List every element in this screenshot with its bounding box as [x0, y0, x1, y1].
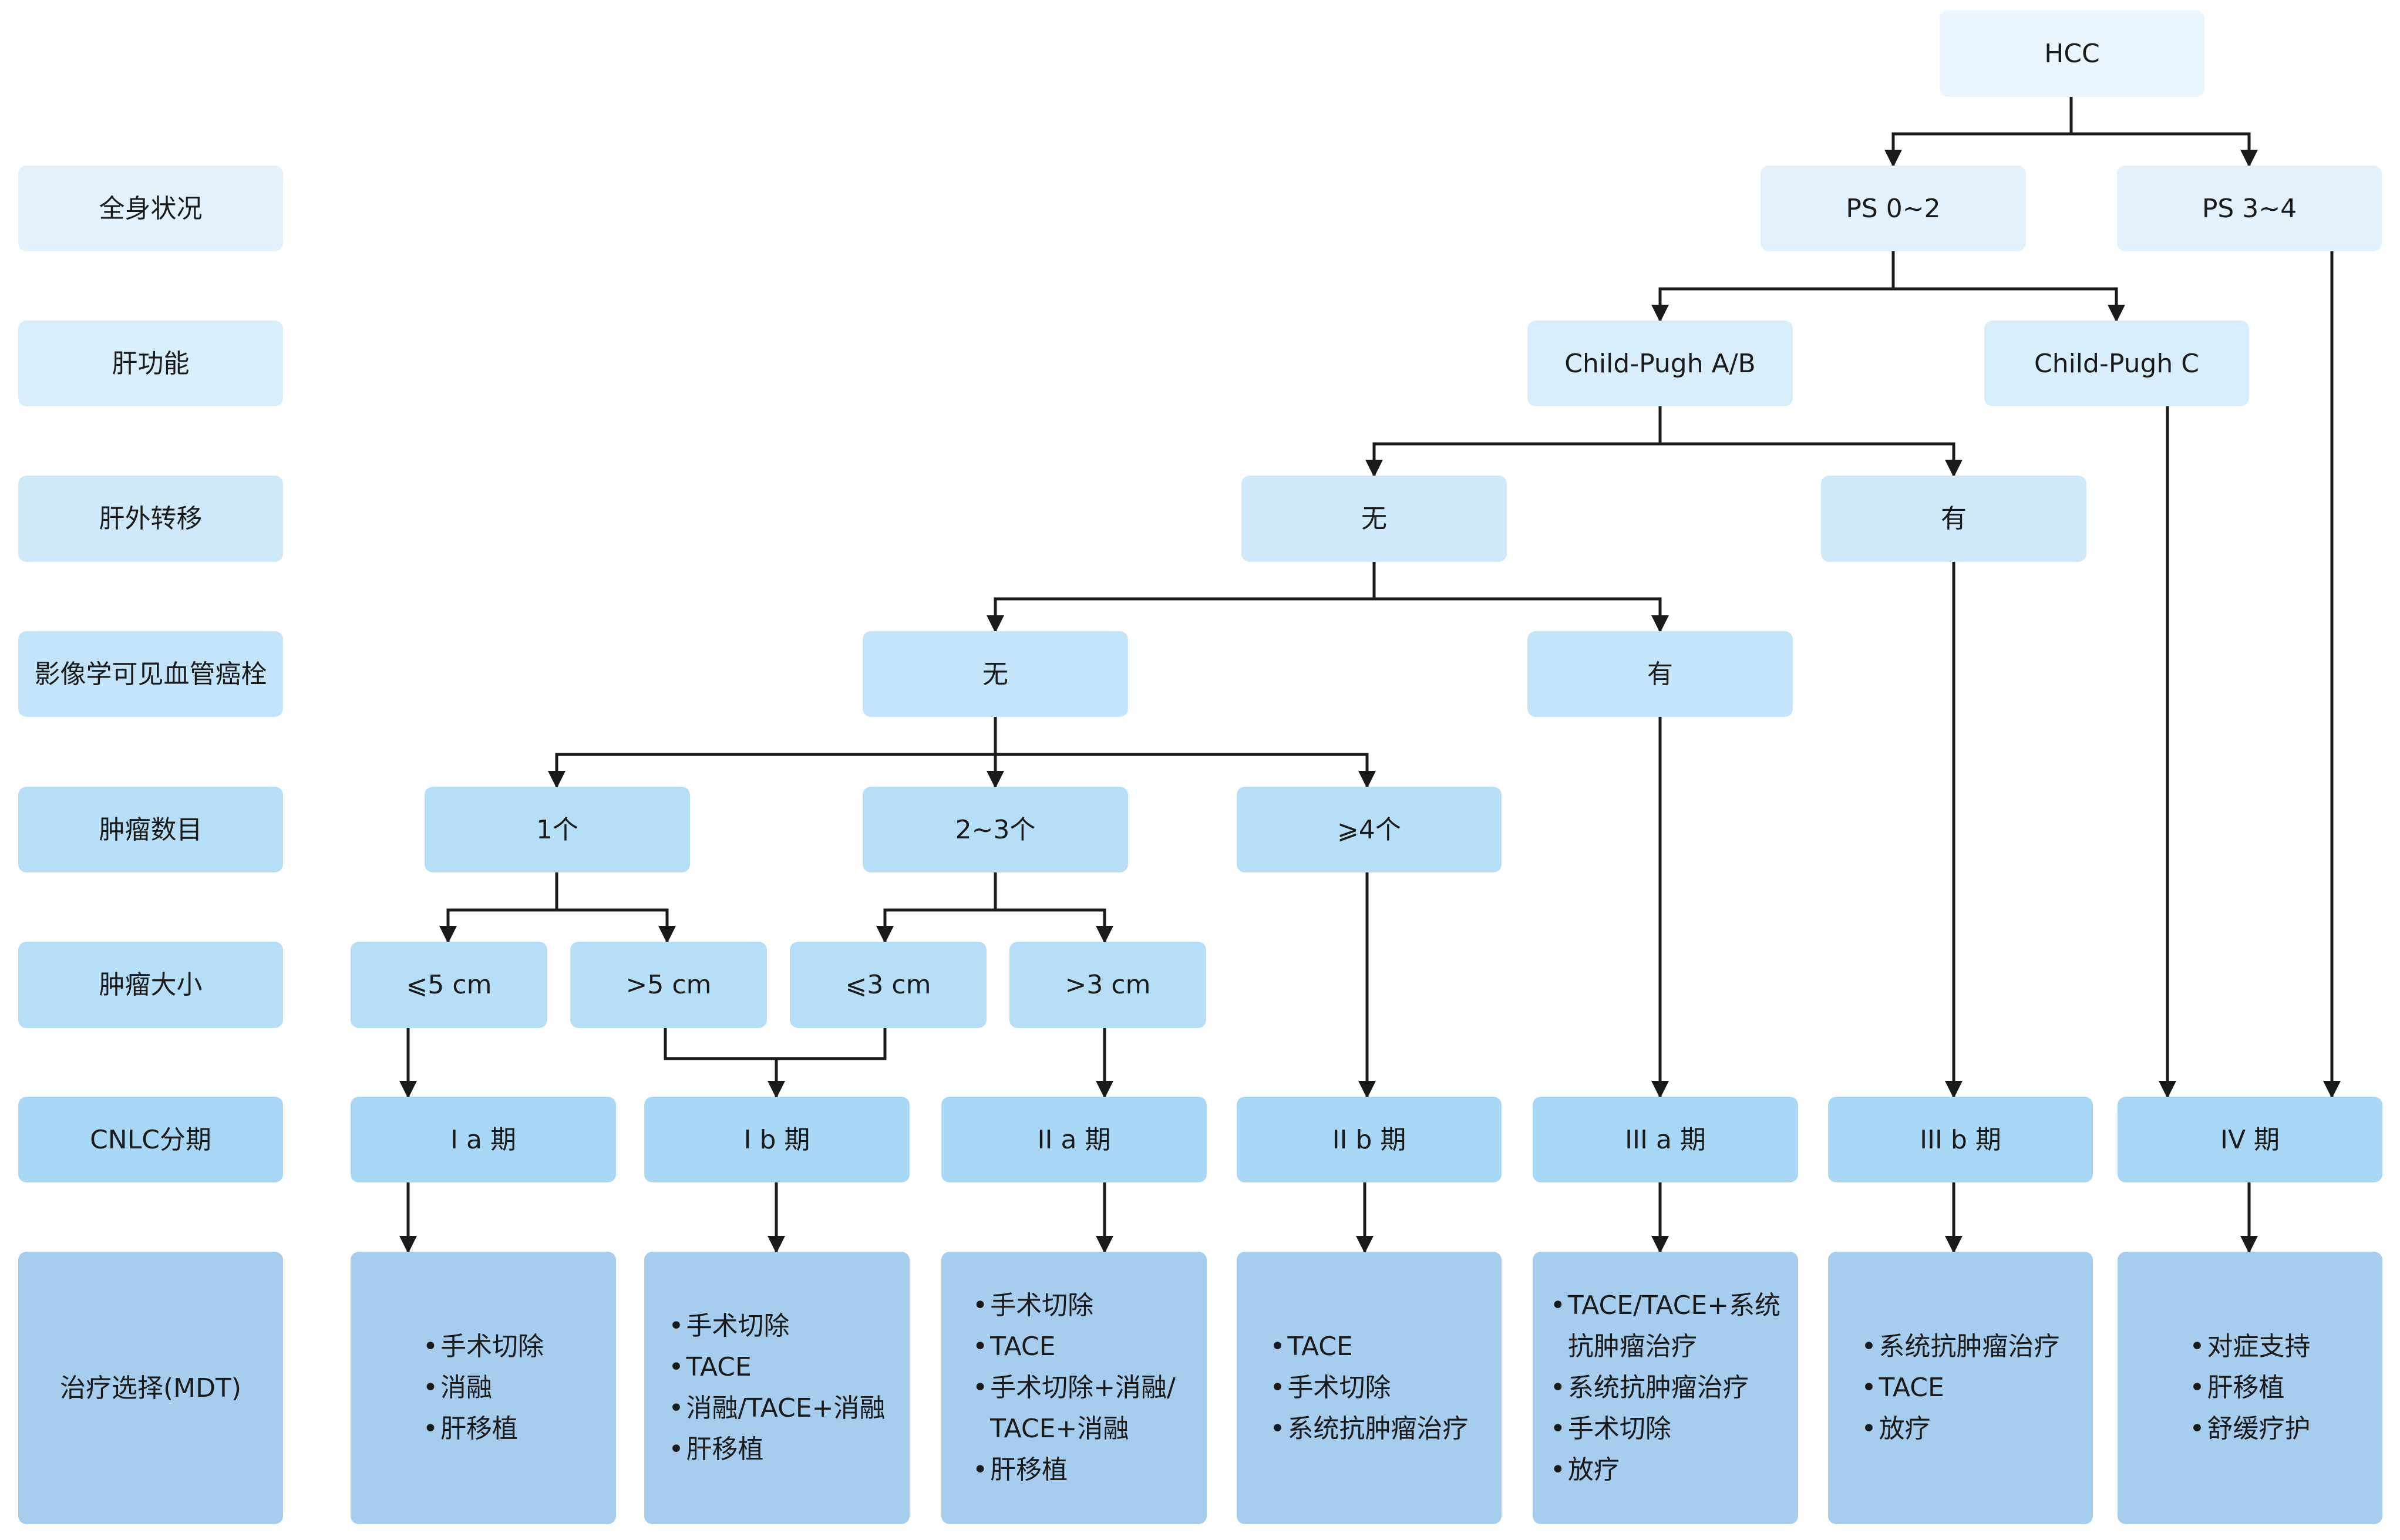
label-liver-function: 肝功能: [18, 321, 283, 406]
treatment-list: 对症支持 肝移植 舒缓疗护: [2190, 1326, 2311, 1450]
treatment-iiia: TACE/TACE+系统 抗肿瘤治疗 系统抗肿瘤治疗 手术切除 放疗: [1533, 1252, 1798, 1524]
treatment-iv: 对症支持 肝移植 舒缓疗护: [2118, 1252, 2382, 1524]
treatment-item: 放疗: [1550, 1450, 1780, 1491]
treatment-item: 系统抗肿瘤治疗: [1550, 1367, 1780, 1408]
treatment-item: 对症支持: [2190, 1326, 2311, 1367]
node-metastasis-yes: 有: [1821, 476, 2086, 562]
treatment-iiib: 系统抗肿瘤治疗 TACE 放疗: [1828, 1252, 2093, 1524]
treatment-list: TACE 手术切除 系统抗肿瘤治疗: [1270, 1326, 1469, 1450]
node-thrombus-yes: 有: [1527, 631, 1793, 717]
node-ps-0-2: PS 0~2: [1761, 166, 2026, 251]
label-cnlc-stage: CNLC分期: [18, 1097, 283, 1182]
node-size-le5: ⩽5 cm: [351, 942, 547, 1028]
node-thrombus-no: 无: [863, 631, 1128, 717]
label-tumor-size: 肿瘤大小: [18, 942, 283, 1028]
label-general-status: 全身状况: [18, 166, 283, 251]
treatment-list: 手术切除 消融 肝移植: [423, 1326, 544, 1450]
treatment-list: 手术切除 TACE 手术切除+消融/ TACE+消融 肝移植: [972, 1285, 1176, 1491]
label-tumor-count: 肿瘤数目: [18, 787, 283, 872]
stage-ib: I b 期: [644, 1097, 910, 1182]
treatment-item: 系统抗肿瘤治疗: [1270, 1408, 1469, 1450]
stage-iib: II b 期: [1237, 1097, 1502, 1182]
treatment-ib: 手术切除 TACE 消融/TACE+消融 肝移植: [644, 1252, 910, 1524]
node-count-4-plus: ⩾4个: [1237, 787, 1502, 872]
treatment-ia: 手术切除 消融 肝移植: [351, 1252, 616, 1524]
treatment-item: 消融/TACE+消融: [668, 1388, 885, 1429]
treatment-list: TACE/TACE+系统 抗肿瘤治疗 系统抗肿瘤治疗 手术切除 放疗: [1550, 1285, 1780, 1491]
treatment-list: 手术切除 TACE 消融/TACE+消融 肝移植: [668, 1306, 885, 1470]
stage-iiia: III a 期: [1533, 1097, 1798, 1182]
node-size-le3: ⩽3 cm: [790, 942, 987, 1028]
treatment-item: 放疗: [1862, 1408, 2060, 1450]
node-child-pugh-ab: Child-Pugh A/B: [1527, 321, 1793, 406]
node-metastasis-no: 无: [1241, 476, 1507, 562]
treatment-item: 系统抗肿瘤治疗: [1862, 1326, 2060, 1367]
treatment-item: 手术切除: [668, 1306, 885, 1347]
label-vascular-tumor-thrombus: 影像学可见血管癌栓: [18, 631, 283, 717]
treatment-item: TACE: [972, 1326, 1176, 1367]
treatment-item: TACE/TACE+系统: [1550, 1285, 1780, 1326]
treatment-item: 肝移植: [2190, 1367, 2311, 1408]
treatment-item: 消融: [423, 1367, 544, 1408]
treatment-item: TACE: [1270, 1326, 1469, 1367]
label-extrahepatic-metastasis: 肝外转移: [18, 476, 283, 562]
node-count-1: 1个: [425, 787, 690, 872]
treatment-item-continued: 抗肿瘤治疗: [1567, 1332, 1697, 1362]
treatment-item: 手术切除: [423, 1326, 544, 1367]
treatment-list: 系统抗肿瘤治疗 TACE 放疗: [1862, 1326, 2060, 1450]
node-child-pugh-c: Child-Pugh C: [1984, 321, 2249, 406]
treatment-item: 手术切除: [1270, 1367, 1469, 1408]
treatment-item: 肝移植: [423, 1408, 544, 1450]
treatment-iia: 手术切除 TACE 手术切除+消融/ TACE+消融 肝移植: [941, 1252, 1207, 1524]
stage-ia: I a 期: [351, 1097, 616, 1182]
stage-iia: II a 期: [941, 1097, 1207, 1182]
treatment-item-continued: TACE+消融: [990, 1414, 1129, 1444]
node-size-gt3: >3 cm: [1009, 942, 1206, 1028]
stage-iv: IV 期: [2118, 1097, 2382, 1182]
treatment-iib: TACE 手术切除 系统抗肿瘤治疗: [1237, 1252, 1502, 1524]
node-ps-3-4: PS 3~4: [2117, 166, 2382, 251]
treatment-item: 舒缓疗护: [2190, 1408, 2311, 1450]
node-hcc: HCC: [1940, 11, 2204, 97]
treatment-item: 手术切除: [972, 1285, 1176, 1326]
treatment-item: 肝移植: [668, 1429, 885, 1470]
treatment-item: 手术切除+消融/: [972, 1367, 1176, 1408]
treatment-item: 手术切除: [1550, 1408, 1780, 1450]
treatment-item: TACE: [1862, 1367, 2060, 1408]
treatment-item: TACE: [668, 1347, 885, 1388]
treatment-item: 肝移植: [972, 1450, 1176, 1491]
label-treatment-mdt: 治疗选择(MDT): [18, 1252, 283, 1524]
node-size-gt5: >5 cm: [570, 942, 767, 1028]
stage-iiib: III b 期: [1828, 1097, 2093, 1182]
node-count-2-3: 2~3个: [863, 787, 1128, 872]
